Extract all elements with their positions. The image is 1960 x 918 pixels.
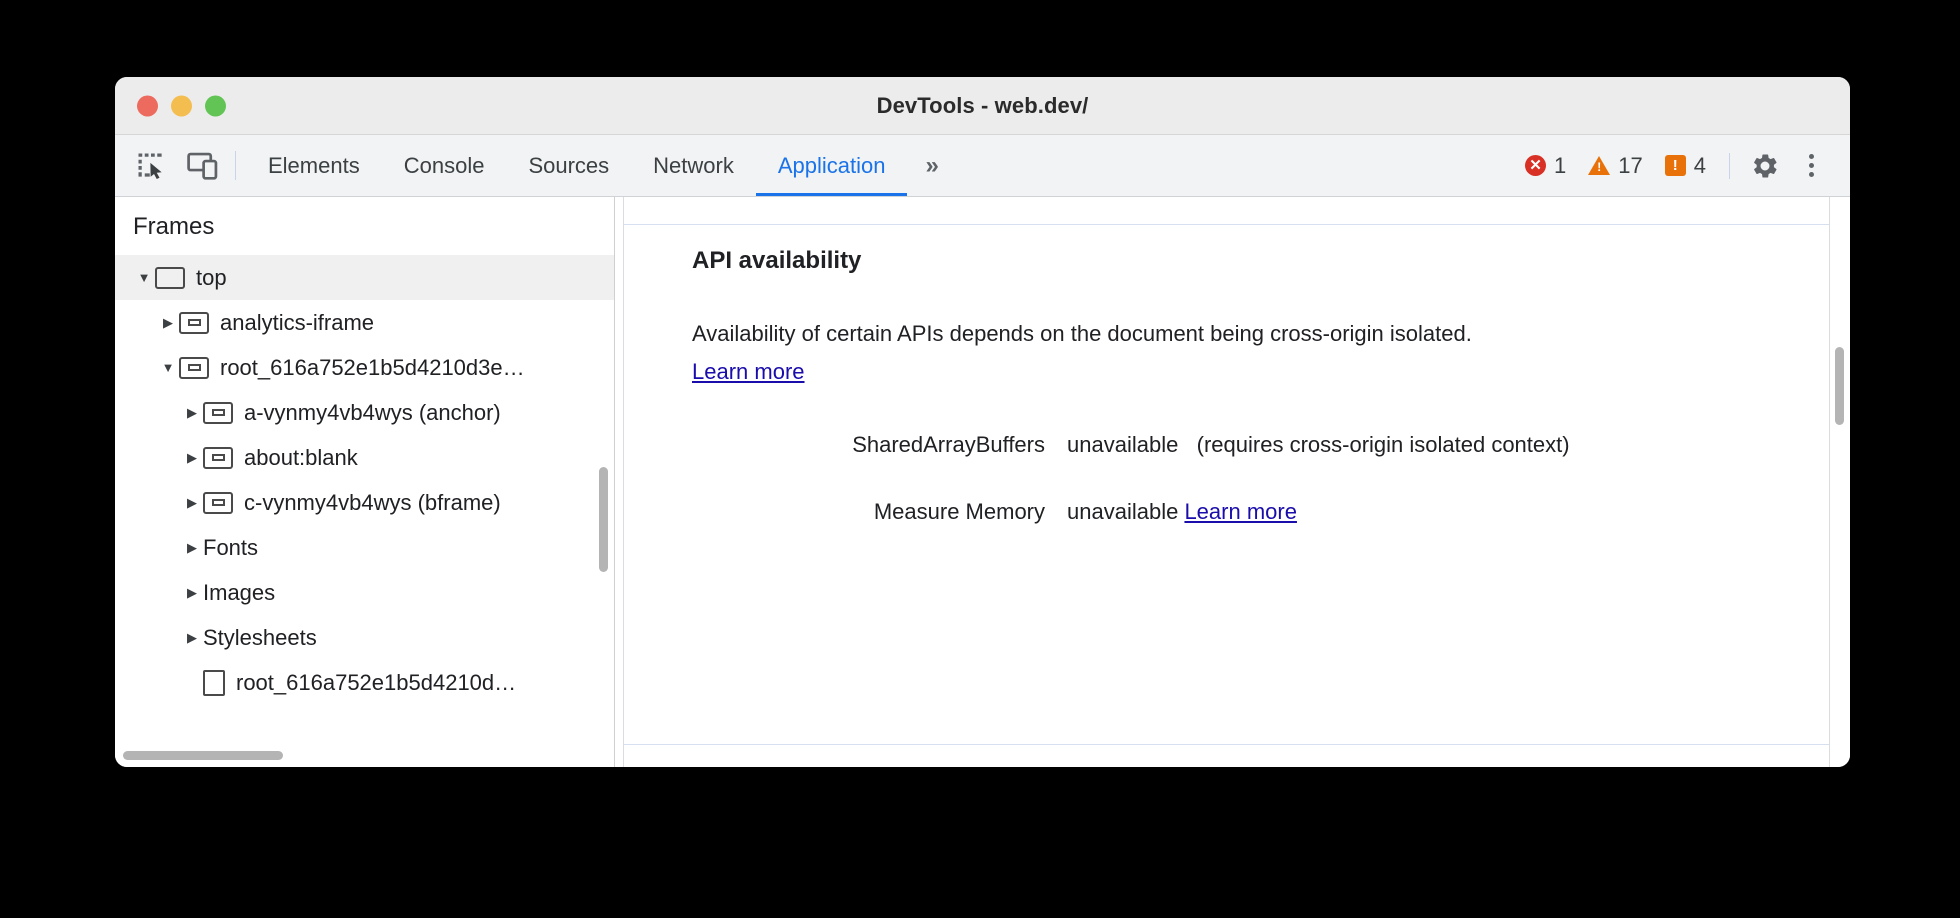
tab-elements[interactable]: Elements <box>268 152 360 178</box>
sidebar-horizontal-scrollbar[interactable] <box>123 751 283 760</box>
section-divider-top <box>624 224 1829 225</box>
warning-counter[interactable]: ! 17 <box>1577 153 1653 179</box>
section-description: Availability of certain APIs depends on … <box>692 315 1482 391</box>
frames-tree: ▼ top ▶ analytics-iframe ▼ root_616a752e… <box>115 255 614 705</box>
tree-item-about-blank[interactable]: ▶ about:blank <box>115 435 614 480</box>
detail-key: Measure Memory <box>873 498 1045 524</box>
twisty-expanded-icon[interactable]: ▼ <box>137 270 151 285</box>
traffic-lights <box>137 95 226 116</box>
devtools-window: DevTools - web.dev/ Eleme <box>115 77 1850 767</box>
error-counter[interactable]: ✕ 1 <box>1514 153 1577 179</box>
device-toolbar-icon[interactable] <box>177 135 229 196</box>
tree-item-label: Images <box>203 579 276 605</box>
inspect-element-icon[interactable] <box>125 135 177 196</box>
twisty-collapsed-icon[interactable]: ▶ <box>187 629 197 645</box>
more-tabs-icon[interactable]: » <box>925 151 939 179</box>
error-icon: ✕ <box>1525 155 1547 176</box>
issue-counter[interactable]: ! 4 <box>1654 153 1717 179</box>
kebab-dots <box>1808 154 1814 177</box>
tab-network[interactable]: Network <box>653 152 734 178</box>
zoom-button[interactable] <box>205 95 226 116</box>
section-title: API availability <box>692 247 862 274</box>
learn-more-link[interactable]: Learn more <box>692 358 805 384</box>
frames-header: Frames <box>133 213 215 240</box>
tree-item-analytics-iframe[interactable]: ▶ analytics-iframe <box>115 300 614 345</box>
detail-value: unavailable Learn more <box>1067 494 1627 529</box>
issue-icon: ! <box>1664 155 1686 176</box>
window-title-bar: DevTools - web.dev/ <box>115 77 1850 135</box>
tree-item-top[interactable]: ▼ top <box>115 255 614 300</box>
tab-application[interactable]: Application <box>755 135 908 196</box>
tree-item-images[interactable]: ▶ Images <box>115 570 614 615</box>
twisty-collapsed-icon[interactable]: ▶ <box>187 539 197 555</box>
warning-icon: ! <box>1588 156 1611 175</box>
twisty-collapsed-icon[interactable]: ▶ <box>187 494 197 510</box>
twisty-collapsed-icon[interactable]: ▶ <box>163 314 173 330</box>
detail-status: unavailable <box>1067 498 1179 524</box>
tree-item-c-vynmy4vb4wys[interactable]: ▶ c-vynmy4vb4wys (bframe) <box>115 480 614 525</box>
issue-count: 4 <box>1693 152 1706 178</box>
close-button[interactable] <box>137 95 158 116</box>
detail-note: (requires cross-origin isolated context) <box>1196 431 1570 457</box>
detail-value: unavailable (requires cross-origin isola… <box>1067 427 1627 462</box>
twisty-expanded-icon[interactable]: ▼ <box>161 360 175 375</box>
measure-memory-learn-more-link[interactable]: Learn more <box>1184 498 1297 524</box>
section-description-text: Availability of certain APIs depends on … <box>692 321 1472 346</box>
minimize-button[interactable] <box>171 95 192 116</box>
iframe-icon <box>203 446 233 469</box>
tree-item-label: Stylesheets <box>203 624 317 650</box>
twisty-collapsed-icon[interactable]: ▶ <box>187 584 197 600</box>
frames-sidebar: Frames ▼ top ▶ analytics-iframe ▼ root_6… <box>115 197 615 767</box>
tree-item-label: root_616a752e1b5d4210d3e… <box>220 354 525 380</box>
devtools-body: Frames ▼ top ▶ analytics-iframe ▼ root_6… <box>115 197 1850 767</box>
twisty-collapsed-icon[interactable]: ▶ <box>187 449 197 465</box>
frame-details-panel: API availability Availability of certain… <box>615 197 1850 767</box>
toolbar-divider <box>235 151 236 180</box>
section-divider-bottom <box>624 744 1829 745</box>
tree-item-label: c-vynmy4vb4wys (bframe) <box>244 489 501 515</box>
warning-glyph: ! <box>1597 160 1602 174</box>
detail-row-shared-array-buffers: SharedArrayBuffers unavailable (requires… <box>692 427 1829 462</box>
frame-icon <box>155 266 185 289</box>
detail-status: unavailable <box>1067 431 1179 457</box>
tree-item-a-vynmy4vb4wys[interactable]: ▶ a-vynmy4vb4wys (anchor) <box>115 390 614 435</box>
detail-row-measure-memory: Measure Memory unavailable Learn more <box>692 494 1829 529</box>
window-title: DevTools - web.dev/ <box>876 92 1089 118</box>
detail-key: SharedArrayBuffers <box>852 431 1045 457</box>
tree-item-label: a-vynmy4vb4wys (anchor) <box>244 399 501 425</box>
tree-item-label: about:blank <box>244 444 358 470</box>
api-availability-section: API availability Availability of certain… <box>624 197 1829 529</box>
warning-count: 17 <box>1618 152 1643 178</box>
iframe-icon <box>179 356 209 379</box>
tree-item-fonts[interactable]: ▶ Fonts <box>115 525 614 570</box>
main-vertical-scrollbar[interactable] <box>1835 347 1844 425</box>
toolbar-right-group: ✕ 1 ! 17 ! 4 <box>1514 135 1850 196</box>
iframe-icon <box>203 491 233 514</box>
tree-item-root-frame[interactable]: ▼ root_616a752e1b5d4210d3e… <box>115 345 614 390</box>
document-icon <box>203 669 225 696</box>
tree-item-root-document[interactable]: root_616a752e1b5d4210d… <box>115 660 614 705</box>
kebab-menu-icon[interactable] <box>1788 143 1834 189</box>
iframe-icon <box>203 401 233 424</box>
tab-sources[interactable]: Sources <box>528 152 610 178</box>
tree-item-label: Fonts <box>203 534 259 560</box>
tree-item-stylesheets[interactable]: ▶ Stylesheets <box>115 615 614 660</box>
tree-item-label: root_616a752e1b5d4210d… <box>236 669 517 695</box>
toolbar-divider-right <box>1729 152 1730 179</box>
tree-item-label: top <box>196 264 227 290</box>
panel-tabs: Elements Console Sources Network Applica… <box>246 135 957 196</box>
sidebar-vertical-scrollbar[interactable] <box>599 467 608 572</box>
gear-icon[interactable] <box>1742 143 1788 189</box>
devtools-toolbar: Elements Console Sources Network Applica… <box>115 135 1850 197</box>
tab-console[interactable]: Console <box>403 152 485 178</box>
twisty-collapsed-icon[interactable]: ▶ <box>187 404 197 420</box>
tree-item-label: analytics-iframe <box>220 309 375 335</box>
error-count: 1 <box>1554 152 1567 178</box>
iframe-icon <box>179 311 209 334</box>
frame-details-inner: API availability Availability of certain… <box>623 197 1830 767</box>
